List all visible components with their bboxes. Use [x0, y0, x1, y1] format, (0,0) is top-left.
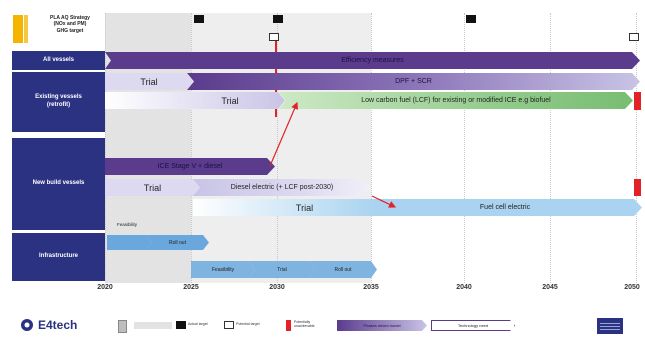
lane-all-vessels: All vessels — [12, 51, 105, 70]
infra-rollout-arrow-1: Roll out — [146, 235, 209, 250]
legend-unachievable-label: Potentially unachievable — [294, 320, 315, 328]
arrow-label: Trial — [140, 76, 158, 87]
infra-rollout-arrow-2: Roll out — [309, 261, 377, 278]
infra-feasibility-label: Feasibility — [117, 222, 138, 227]
lane-label: Existing vessels (retrofit) — [35, 94, 82, 108]
connector-ice-to-lcf — [269, 101, 298, 167]
lcf-existing-arrow: Low carbon fuel (LCF) for existing or mo… — [279, 92, 633, 109]
legend-unachievable-swatch — [286, 320, 291, 331]
legend-potential-target-label: Potential target — [236, 322, 260, 326]
e4tech-logo: E4tech — [20, 318, 77, 332]
arrow-label: Trial — [277, 266, 287, 273]
legend-phases-label: Phases mixed model — [363, 323, 401, 328]
legend-actual-target-label: Actual target — [188, 322, 208, 326]
infra-trial-arrow: Trial — [249, 261, 315, 278]
legend-actual-target-swatch — [176, 321, 186, 329]
lane-label: Infrastructure — [38, 253, 78, 260]
header-title: PLA AQ Strategy (NOx and PM) GHG target — [40, 15, 100, 34]
legend-technology-arrow: Technology need — [431, 320, 515, 331]
pla-logo-stripe — [600, 329, 620, 330]
new-trial-arrow-1: Trial — [105, 179, 200, 196]
year-tick: 2050 — [624, 284, 640, 291]
year-tick: 2040 — [456, 284, 472, 291]
arrow-label: DPF + SCR — [395, 78, 432, 85]
arrow-label: Low carbon fuel (LCF) for existing or mo… — [361, 97, 551, 104]
arrow-label: Trial — [143, 182, 162, 193]
lane-infrastructure: Infrastructure — [12, 233, 105, 281]
existing-trial-arrow-1: Trial — [105, 73, 193, 90]
header-title-line-1: PLA AQ Strategy — [50, 15, 90, 21]
potential-target-marker — [269, 33, 279, 41]
year-tick: 2035 — [363, 284, 379, 291]
gridline-2025 — [191, 13, 192, 283]
lane-existing-vessels: Existing vessels (retrofit) — [12, 72, 105, 132]
arrow-label: ICE Stage V + diesel — [157, 163, 223, 170]
ice-stage-arrow: ICE Stage V + diesel — [105, 158, 275, 175]
arrow-label: Roll out — [334, 266, 352, 273]
gridline-2050 — [636, 13, 637, 283]
arrow-label: Trial — [221, 95, 239, 106]
actual-target-marker — [194, 15, 204, 23]
arrow-label: Roll out — [169, 239, 186, 246]
e4tech-logo-icon — [21, 319, 33, 331]
year-tick: 2025 — [183, 284, 199, 291]
pla-logo-stripe — [600, 326, 620, 327]
unachievable-marker — [634, 179, 641, 196]
arrow-label: Efficiency measures — [341, 57, 404, 64]
arrow-label: Fuel cell electric — [479, 204, 531, 211]
potential-target-marker — [629, 33, 639, 41]
gridline-2020 — [105, 13, 106, 283]
new-trial-arrow-2: Trial — [193, 199, 376, 216]
actual-target-marker — [273, 15, 283, 23]
lane-new-build-vessels: New build vessels — [12, 138, 105, 230]
legend-shade-bar — [134, 322, 172, 329]
existing-trial-arrow-2: Trial — [105, 92, 285, 109]
header-logo-bar-2 — [24, 15, 28, 43]
infra-feasibility-chevron-1 — [107, 235, 152, 250]
e4tech-logo-text: E4tech — [38, 318, 78, 332]
fuel-cell-arrow: Fuel cell electric — [368, 199, 642, 216]
dpf-scr-arrow: DPF + SCR — [187, 73, 640, 90]
year-tick: 2020 — [97, 284, 113, 291]
legend-potential-target-swatch — [224, 321, 234, 329]
unachievable-marker — [634, 92, 641, 110]
pla-logo-stripe — [600, 323, 620, 324]
diesel-electric-arrow: Diesel electric (+ LCF post-2030) — [193, 179, 371, 196]
header-logo-bar — [13, 15, 23, 43]
gridline-2040 — [464, 13, 465, 283]
year-tick: 2045 — [542, 284, 558, 291]
arrow-label: Diesel electric (+ LCF post-2030) — [230, 184, 334, 191]
arrow-label: Feasibility — [211, 266, 235, 273]
pla-logo — [597, 318, 623, 334]
gridline-2045 — [550, 13, 551, 283]
header-title-line-3: GHG target — [56, 27, 84, 34]
legend-technology-label: Technology need — [457, 323, 489, 328]
arrow-label: Trial — [295, 202, 314, 213]
legend-phases-arrow: Phases mixed model — [337, 320, 427, 331]
infra-feasibility-arrow: Feasibility — [191, 261, 255, 278]
lane-label: All vessels — [42, 56, 75, 63]
lane-label: New build vessels — [32, 180, 85, 187]
connector-diesel-to-fuelcell — [371, 195, 397, 208]
year-tick: 2030 — [269, 284, 285, 291]
header-title-line-2: (NOx and PM) — [53, 21, 87, 28]
gridline-2035 — [371, 13, 372, 283]
efficiency-measures-arrow: Efficiency measures — [105, 52, 640, 69]
legend-shade-swatch — [118, 320, 127, 333]
actual-target-marker — [466, 15, 476, 23]
